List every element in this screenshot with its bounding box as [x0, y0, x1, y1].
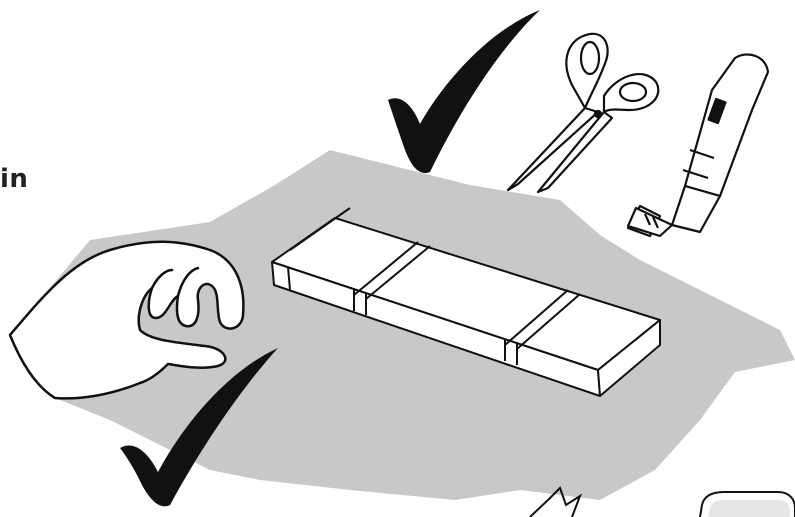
scissors-icon [508, 34, 658, 192]
checkmark-icon [388, 10, 540, 173]
